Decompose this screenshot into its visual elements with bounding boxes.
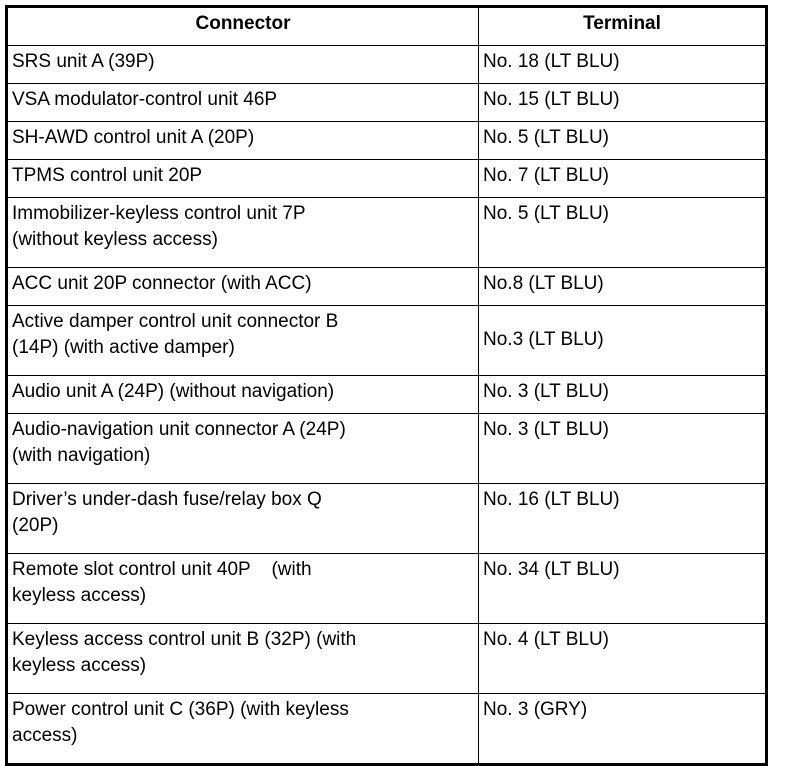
cell-terminal: No. 3 (LT BLU) — [478, 375, 768, 414]
table-header: Connector Terminal — [5, 5, 768, 46]
cell-connector: Power control unit C (36P) (with keyless… — [5, 693, 479, 766]
table-header-row: Connector Terminal — [5, 5, 768, 46]
table-row: SH-AWD control unit A (20P)No. 5 (LT BLU… — [5, 121, 768, 160]
cell-terminal: No.3 (LT BLU) — [478, 305, 768, 376]
cell-terminal: No. 7 (LT BLU) — [478, 159, 768, 198]
cell-terminal: No. 3 (GRY) — [478, 693, 768, 766]
cell-connector: Audio unit A (24P) (without navigation) — [5, 375, 479, 414]
table-row: Driver’s under-dash fuse/relay box Q (20… — [5, 483, 768, 554]
cell-terminal: No. 4 (LT BLU) — [478, 623, 768, 694]
cell-connector: SH-AWD control unit A (20P) — [5, 121, 479, 160]
cell-terminal: No. 15 (LT BLU) — [478, 83, 768, 122]
cell-terminal: No. 5 (LT BLU) — [478, 121, 768, 160]
table-row: ACC unit 20P connector (with ACC)No.8 (L… — [5, 267, 768, 306]
column-header-connector: Connector — [5, 5, 479, 46]
table-row: SRS unit A (39P)No. 18 (LT BLU) — [5, 45, 768, 84]
cell-terminal: No. 5 (LT BLU) — [478, 197, 768, 268]
table-row: Audio-navigation unit connector A (24P) … — [5, 413, 768, 484]
cell-connector: SRS unit A (39P) — [5, 45, 479, 84]
cell-terminal: No. 18 (LT BLU) — [478, 45, 768, 84]
cell-connector: ACC unit 20P connector (with ACC) — [5, 267, 479, 306]
cell-terminal: No.8 (LT BLU) — [478, 267, 768, 306]
table-row: Audio unit A (24P) (without navigation)N… — [5, 375, 768, 414]
table-body: SRS unit A (39P)No. 18 (LT BLU)VSA modul… — [5, 45, 768, 766]
cell-connector: Audio-navigation unit connector A (24P) … — [5, 413, 479, 484]
table-row: Keyless access control unit B (32P) (wit… — [5, 623, 768, 694]
cell-connector: Active damper control unit connector B (… — [5, 305, 479, 376]
cell-connector: Immobilizer-keyless control unit 7P (wit… — [5, 197, 479, 268]
table-row: Active damper control unit connector B (… — [5, 305, 768, 376]
table-row: Remote slot control unit 40P (with keyle… — [5, 553, 768, 624]
cell-connector: Keyless access control unit B (32P) (wit… — [5, 623, 479, 694]
cell-connector: TPMS control unit 20P — [5, 159, 479, 198]
connector-terminal-table-wrapper: Connector Terminal SRS unit A (39P)No. 1… — [5, 5, 768, 766]
cell-connector: VSA modulator-control unit 46P — [5, 83, 479, 122]
cell-terminal: No. 3 (LT BLU) — [478, 413, 768, 484]
cell-terminal: No. 34 (LT BLU) — [478, 553, 768, 624]
cell-connector: Remote slot control unit 40P (with keyle… — [5, 553, 479, 624]
cell-connector: Driver’s under-dash fuse/relay box Q (20… — [5, 483, 479, 554]
table-row: Immobilizer-keyless control unit 7P (wit… — [5, 197, 768, 268]
column-header-terminal: Terminal — [478, 5, 768, 46]
table-row: Power control unit C (36P) (with keyless… — [5, 693, 768, 766]
connector-terminal-table: Connector Terminal SRS unit A (39P)No. 1… — [5, 5, 768, 766]
cell-terminal: No. 16 (LT BLU) — [478, 483, 768, 554]
